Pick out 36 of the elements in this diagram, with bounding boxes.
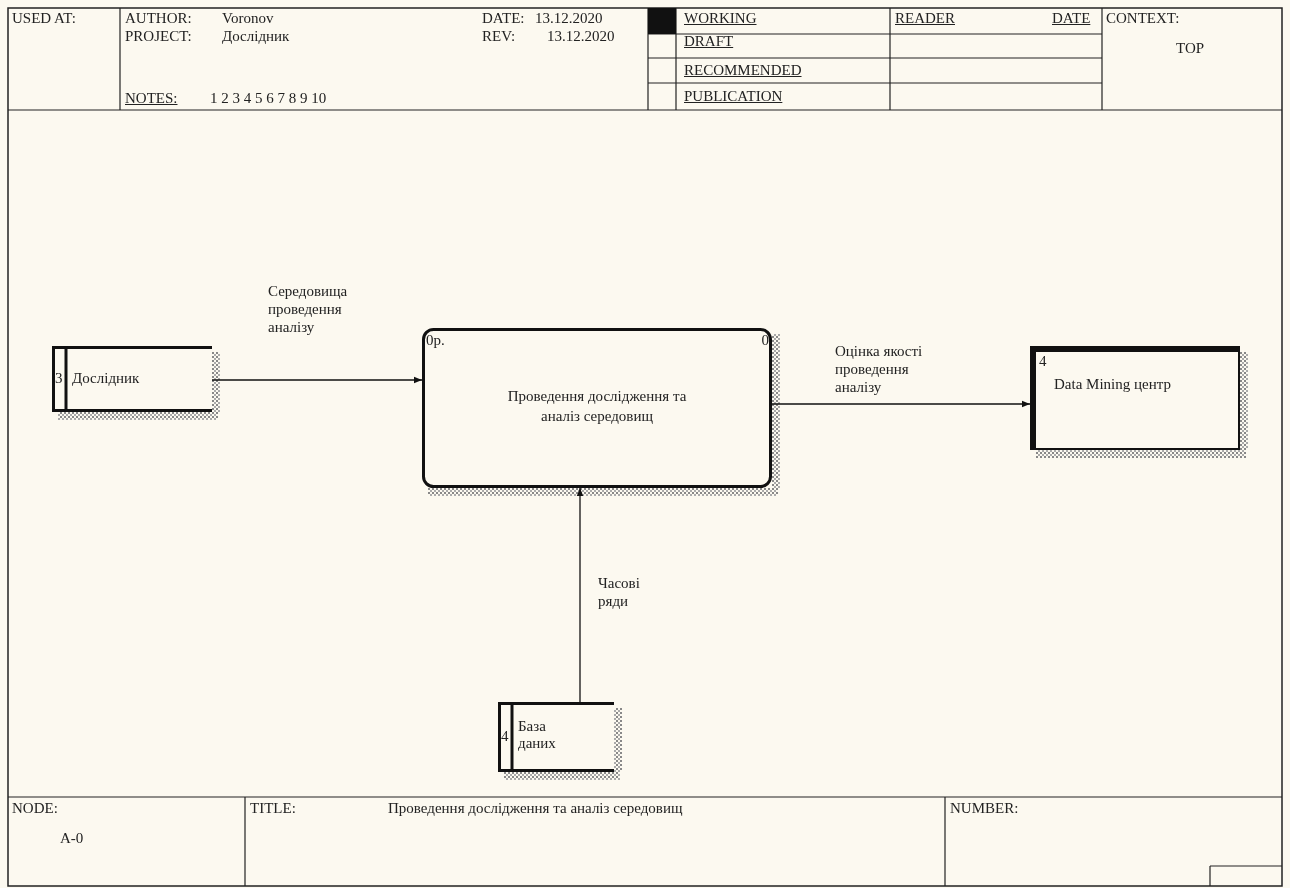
arrow [211,376,423,384]
date-value: 13.12.2020 [535,10,603,27]
arrow [576,487,584,703]
project-name: Дослідник [222,28,290,45]
field-label: DATE: [482,10,525,27]
status-label: RECOMMENDED [684,62,802,79]
entity-name: Data Mining центр [1054,376,1172,393]
entity-id: 4 [1039,353,1047,370]
column-header: READER [895,10,955,27]
store-name: Дослідник [72,370,140,387]
field-label: TITLE: [250,800,296,817]
field-label: CONTEXT: [1106,10,1180,27]
field-label: AUTHOR: [125,10,192,27]
field-label: USED AT: [12,10,76,27]
diagram-title: Проведення дослідження та аналіз середовищ [388,800,683,817]
field-label: NODE: [12,800,58,817]
store-name: База даних [518,718,557,752]
status-label: PUBLICATION [684,88,783,105]
field-label: REV: [482,28,516,45]
store-id: 4 [501,728,510,745]
author-name: Voronov [222,10,274,27]
field-label: NUMBER: [950,800,1019,817]
process-name: Проведення дослідження та аналіз середовищ [506,387,688,426]
process-number: 0р. [426,332,445,349]
field-label: PROJECT: [125,28,192,45]
context-value: TOP [1176,40,1205,57]
column-header: DATE [1052,10,1091,27]
process-id: 0 [761,332,769,349]
arrow [771,400,1031,408]
field-label: NOTES: [125,90,178,107]
node-number: A-0 [60,830,84,847]
status-label: WORKING [684,10,757,27]
status-label: DRAFT [684,33,734,50]
store-id: 3 [55,370,64,387]
note-numbers: 1 2 3 4 5 6 7 8 9 10 [210,90,327,107]
date-value: 13.12.2020 [547,28,615,45]
